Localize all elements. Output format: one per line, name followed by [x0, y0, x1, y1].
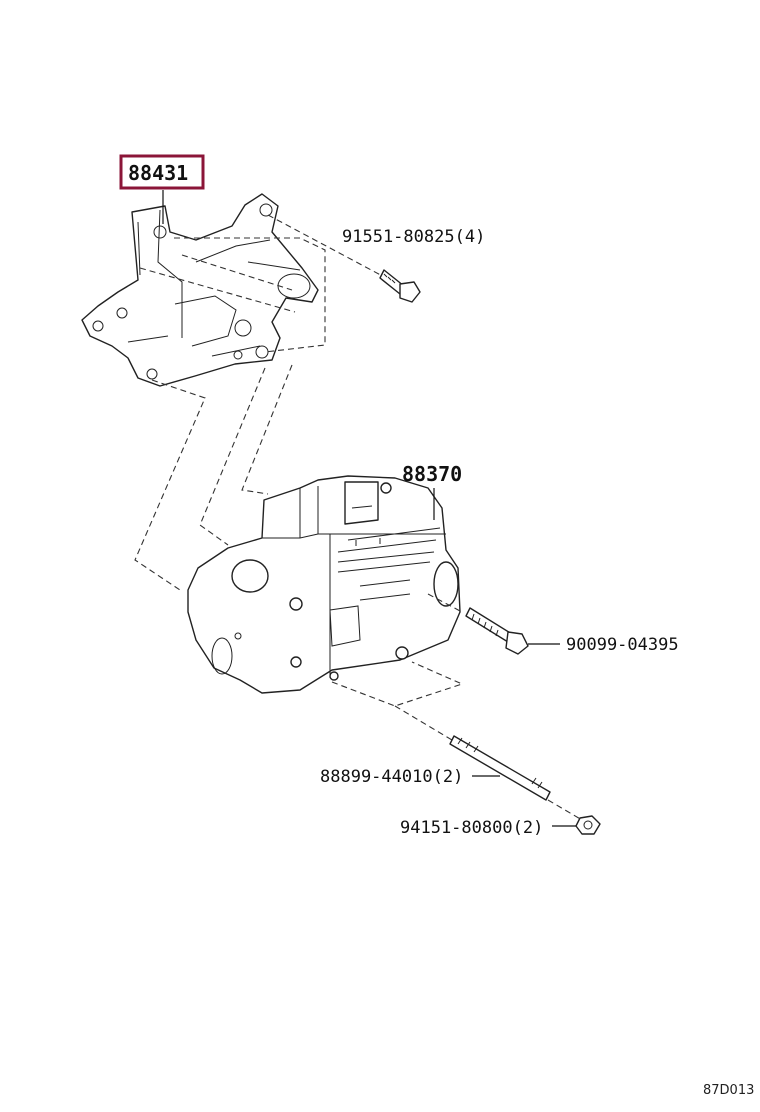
stud-88899-drawing[interactable] [449, 735, 551, 801]
part-label-88899[interactable]: 88899-44010(2) [320, 767, 463, 787]
part-label-91551[interactable]: 91551-80825(4) [342, 227, 485, 247]
part-label-88431[interactable]: 88431 [128, 161, 188, 185]
leader-lines [162, 190, 576, 827]
compressor-drawing[interactable] [187, 475, 461, 694]
nut-94151-drawing[interactable] [575, 815, 601, 835]
compressor-assembly-lines [331, 593, 583, 821]
part-label-88370[interactable]: 88370 [402, 462, 462, 486]
bracket-assembly-lines [134, 214, 406, 591]
figure-code: 87D013 [703, 1083, 754, 1098]
bolt-90099-drawing[interactable] [465, 607, 529, 655]
bolt-91551-drawing[interactable] [379, 269, 421, 303]
part-label-90099[interactable]: 90099-04395 [566, 635, 679, 655]
highlight-box [119, 154, 205, 190]
part-label-94151[interactable]: 94151-80800(2) [400, 818, 543, 838]
bracket-drawing[interactable] [81, 193, 319, 387]
